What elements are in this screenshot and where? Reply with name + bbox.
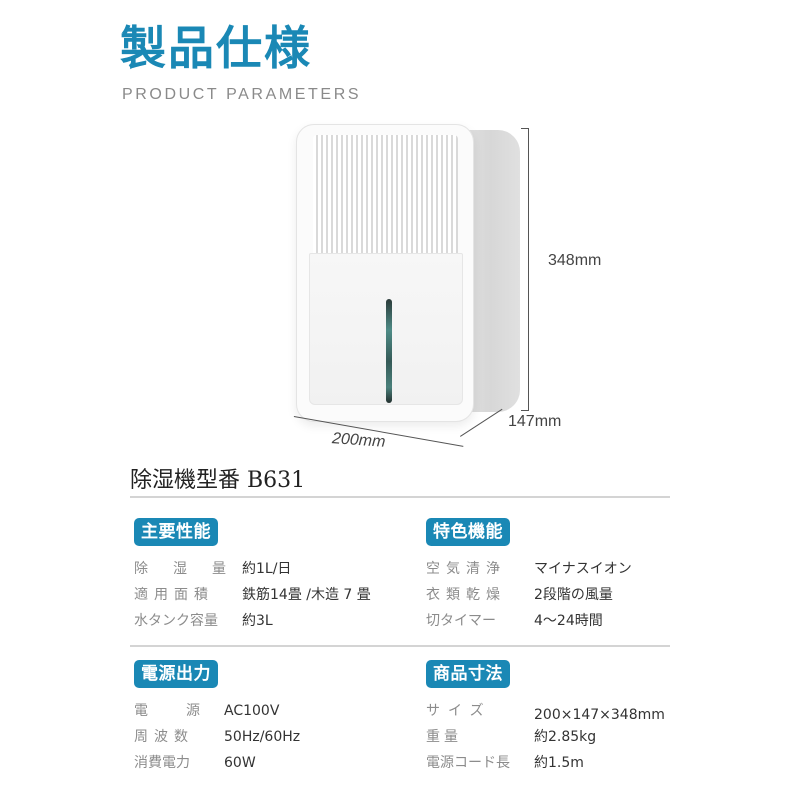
spec-row: 除湿量 約1L/日 <box>134 556 404 582</box>
section-badge-main-performance: 主要性能 <box>134 518 218 546</box>
height-dimension-label: 348mm <box>548 252 602 269</box>
spec-key: 切タイマー <box>426 613 496 629</box>
page-title: 製品仕様 <box>120 21 312 75</box>
spec-list: サイズ 200×147×348mm 重量 約2.85kg 電源コード長 約1.5… <box>426 698 696 776</box>
section-badge-features: 特色機能 <box>426 518 510 546</box>
spec-value: 約1L/日 <box>242 561 292 577</box>
spec-key: 電源コード長 <box>426 755 510 771</box>
spec-key: サイズ <box>426 703 492 719</box>
spec-row: 周波数 50Hz/60Hz <box>134 724 404 750</box>
depth-dimension-label: 147mm <box>508 413 562 430</box>
section-badge-dimensions: 商品寸法 <box>426 660 510 688</box>
spec-key: 消費電力 <box>134 755 190 771</box>
width-dimension-label: 200mm <box>331 430 386 451</box>
section-main-performance: 主要性能 除湿量 約1L/日 適用面積 鉄筋14畳 /木造 7 畳 水タンク容量… <box>134 518 404 634</box>
product-air-grille <box>313 135 458 253</box>
section-features: 特色機能 空気清浄 マイナスイオン 衣類乾燥 2段階の風量 切タイマー 4〜24… <box>426 518 696 634</box>
section-power: 電源出力 電源 AC100V 周波数 50Hz/60Hz 消費電力 60W <box>134 660 404 776</box>
spec-list: 除湿量 約1L/日 適用面積 鉄筋14畳 /木造 7 畳 水タンク容量 約3L <box>134 556 404 634</box>
spec-value: 60W <box>224 755 256 771</box>
spec-row: 電源コード長 約1.5m <box>426 750 696 776</box>
spec-list: 電源 AC100V 周波数 50Hz/60Hz 消費電力 60W <box>134 698 404 776</box>
spec-key: 衣類乾燥 <box>426 587 506 603</box>
spec-key: 適用面積 <box>134 587 214 603</box>
spec-key: 重量 <box>426 729 462 745</box>
spec-row: サイズ 200×147×348mm <box>426 698 696 724</box>
product-water-tank-panel <box>309 253 463 405</box>
spec-row: 水タンク容量 約3L <box>134 608 404 634</box>
divider-top <box>130 496 670 498</box>
height-dimension-line <box>528 128 529 410</box>
section-badge-power: 電源出力 <box>134 660 218 688</box>
spec-key: 空気清浄 <box>426 561 506 577</box>
spec-row: 切タイマー 4〜24時間 <box>426 608 696 634</box>
spec-value: 200×147×348mm <box>534 707 665 723</box>
spec-list: 空気清浄 マイナスイオン 衣類乾燥 2段階の風量 切タイマー 4〜24時間 <box>426 556 696 634</box>
spec-value: AC100V <box>224 703 280 719</box>
page-subtitle: PRODUCT PARAMETERS <box>122 86 362 103</box>
spec-key: 周波数 <box>134 729 194 745</box>
product-front-body <box>296 124 474 422</box>
spec-value: マイナスイオン <box>534 561 632 577</box>
spec-value: 約1.5m <box>534 755 584 771</box>
spec-key: 除湿量 <box>134 561 226 577</box>
spec-value: 鉄筋14畳 /木造 7 畳 <box>242 587 371 603</box>
section-dimensions: 商品寸法 サイズ 200×147×348mm 重量 約2.85kg 電源コード長… <box>426 660 696 776</box>
water-level-window <box>386 299 392 403</box>
divider-middle <box>130 645 670 647</box>
spec-key: 水タンク容量 <box>134 613 218 629</box>
spec-row: 消費電力 60W <box>134 750 404 776</box>
dehumidifier-product-image <box>296 124 524 424</box>
spec-row: 電源 AC100V <box>134 698 404 724</box>
height-dimension-cap-bottom <box>521 410 529 411</box>
spec-row: 空気清浄 マイナスイオン <box>426 556 696 582</box>
spec-value: 4〜24時間 <box>534 613 603 629</box>
model-number-heading: 除湿機型番 B631 <box>130 468 306 493</box>
height-dimension-cap-top <box>521 128 529 129</box>
spec-value: 2段階の風量 <box>534 587 613 603</box>
spec-row: 重量 約2.85kg <box>426 724 696 750</box>
spec-value: 約2.85kg <box>534 729 597 745</box>
spec-row: 衣類乾燥 2段階の風量 <box>426 582 696 608</box>
spec-key: 電源 <box>134 703 200 719</box>
spec-value: 約3L <box>242 613 273 629</box>
spec-row: 適用面積 鉄筋14畳 /木造 7 畳 <box>134 582 404 608</box>
spec-value: 50Hz/60Hz <box>224 729 301 745</box>
